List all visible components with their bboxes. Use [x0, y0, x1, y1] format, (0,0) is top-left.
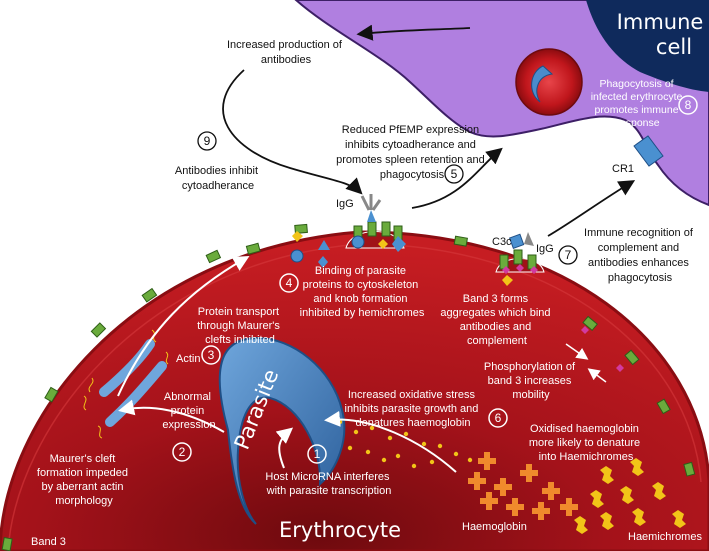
step-2-number: 2	[179, 445, 186, 459]
band3-membrane-proteins	[1, 223, 696, 551]
label-c3c: C3c	[492, 236, 512, 248]
internal-arrows	[117, 256, 457, 473]
phosphorylation-markers	[565, 326, 624, 383]
parasite-body	[218, 336, 346, 525]
label-maurers-cleft: Maurer's cleft formation impeded by aber…	[37, 453, 131, 507]
step-6-number: 6	[495, 411, 502, 425]
step-8-marker	[678, 95, 698, 115]
label-reduced-pfemp: Reduced PfEMP expression inhibits cytoad…	[336, 124, 488, 181]
knob-complex-top	[345, 194, 406, 252]
label-phosphorylation: Phosphorylation of band 3 increases mobi…	[484, 361, 578, 401]
label-abnormal-protein: Abnormal protein expression	[162, 391, 215, 431]
haemoglobin-molecules	[468, 452, 578, 520]
label-micro-rna: Host MicroRNA interferes with parasite t…	[265, 471, 392, 497]
step-9-number: 9	[204, 134, 211, 148]
step-7-marker	[558, 245, 578, 265]
label-haemoglobin: Haemoglobin	[462, 521, 527, 533]
immune-cell-label-line2: cell	[656, 35, 692, 59]
step-4-number: 4	[286, 276, 293, 290]
immune-cell-nucleus	[586, 0, 709, 92]
step-5-number: 5	[451, 167, 458, 181]
label-oxidised-hb: Oxidised haemoglobin more likely to dena…	[529, 423, 643, 463]
band3-aggregate	[495, 232, 545, 286]
step-6-marker	[488, 408, 508, 428]
phagocytosed-parasite	[531, 65, 554, 103]
step-9-marker	[197, 131, 217, 151]
step-4-marker	[279, 273, 299, 293]
label-band3-aggregates: Band 3 forms aggregates which bind antib…	[440, 293, 553, 347]
label-antibody-production: Increased production of antibodies	[227, 39, 345, 66]
label-phagocytosis: Phagocytosis of infected erythrocyte pro…	[591, 78, 686, 129]
step-1-marker	[307, 444, 327, 464]
label-igg-right: IgG	[536, 243, 554, 255]
label-cr1: CR1	[612, 163, 634, 175]
haemichrome-aggregates	[574, 458, 686, 534]
immune-cell-body	[294, 0, 709, 207]
free-knob-proteins	[290, 231, 330, 268]
step-7-number: 7	[565, 248, 572, 262]
label-protein-transport: Protein transport through Maurer's cleft…	[197, 306, 283, 346]
phagocytosed-erythrocyte	[515, 48, 583, 116]
label-antibodies-inhibit: Antibodies inhibit cytoadherance	[175, 165, 261, 192]
label-band3: Band 3	[31, 536, 66, 548]
label-immune-recognition: Immune recognition of complement and ant…	[584, 227, 696, 284]
oxidative-stress-dots	[337, 419, 473, 469]
step-5-marker	[444, 164, 464, 184]
erythrocyte-label: Erythrocyte	[279, 518, 401, 542]
label-oxidative-stress: Increased oxidative stress inhibits para…	[345, 389, 482, 429]
label-binding: Binding of parasite proteins to cytoskel…	[300, 265, 425, 319]
label-igg-top: IgG	[336, 198, 354, 210]
external-arrows	[222, 24, 636, 237]
step-3-number: 3	[208, 348, 215, 362]
step-8-number: 8	[685, 98, 692, 112]
cr1-receptor	[633, 135, 664, 167]
step-1-number: 1	[314, 447, 321, 461]
immune-cell-label-line1: Immune	[617, 10, 704, 34]
label-actin: Actin	[176, 353, 200, 365]
label-haemichromes: Haemichromes	[628, 531, 702, 543]
step-2-marker	[172, 442, 192, 462]
step-3-marker	[201, 345, 221, 365]
